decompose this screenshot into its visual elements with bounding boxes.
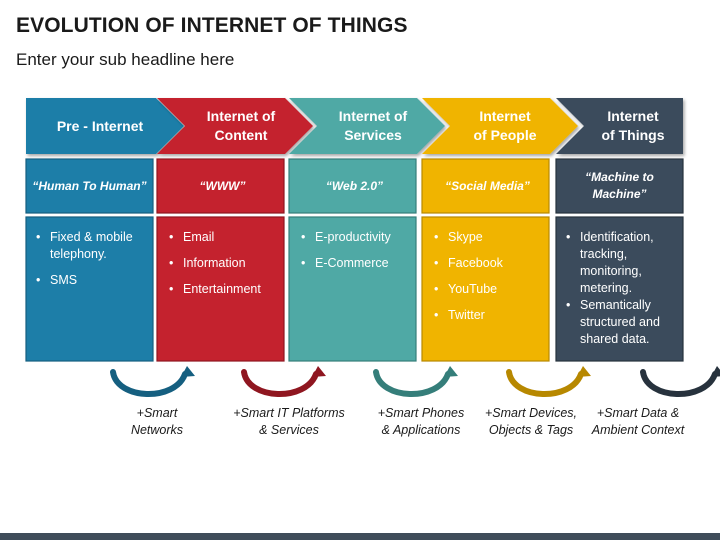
stage-quote-1: “Human To Human” <box>32 178 147 193</box>
transition-arc-1 <box>110 369 188 397</box>
transition-arc-2 <box>241 369 319 397</box>
list-item: Skype <box>434 229 545 246</box>
page-subtitle: Enter your sub headline here <box>16 50 235 69</box>
stage-quote-4: “Social Media” <box>445 178 530 193</box>
list-item: E-productivity <box>301 229 412 246</box>
list-item: YouTube <box>434 281 545 298</box>
transition-label-3: +Smart Phones & Applications <box>377 406 465 437</box>
stage-quote-3: “Web 2.0” <box>325 178 384 193</box>
transition-arc-5 <box>640 369 718 397</box>
transition-label-5: +Smart Data & Ambient Context <box>591 406 685 437</box>
transition-label-2: +Smart IT Platforms & Services <box>233 406 345 437</box>
stage-body-3: E-productivity E-Commerce <box>291 217 418 361</box>
stage-chevron-2 <box>157 98 313 154</box>
stage-chevron-5 <box>556 98 683 154</box>
stage-chevron-1 <box>26 98 184 154</box>
list-item: Entertainment <box>169 281 280 298</box>
stage-quote-bg-4 <box>421 158 550 214</box>
list-item: SMS <box>36 272 147 289</box>
stage-quote-bg-3 <box>288 158 417 214</box>
bottom-bar <box>0 533 720 540</box>
transition-label-4: +Smart Devices, Objects & Tags <box>484 406 578 437</box>
list-item: E-Commerce <box>301 255 412 272</box>
transition-arc-3 <box>373 369 451 397</box>
stage-quote-bg-5 <box>555 158 684 214</box>
list-item: Email <box>169 229 280 246</box>
transition-arrowhead-3 <box>444 366 458 377</box>
list-item: Fixed & mobile telephony. <box>36 229 147 263</box>
list-item: Semantically structured and shared data. <box>566 297 677 348</box>
stage-quote-5: “Machine to Machine” <box>585 170 654 201</box>
stage-body-5: Identification, tracking, monitoring, me… <box>556 217 683 361</box>
transition-arrowhead-4 <box>577 366 591 377</box>
transition-label-1: +Smart Networks <box>130 406 184 437</box>
transition-arrowhead-5 <box>711 366 720 377</box>
list-item: Information <box>169 255 280 272</box>
stage-body-4: Skype Facebook YouTube Twitter <box>424 217 551 361</box>
stage-chevron-3 <box>289 98 445 154</box>
stage-chevron-4 <box>422 98 578 154</box>
list-item: Facebook <box>434 255 545 272</box>
stage-quote-bg-2 <box>156 158 285 214</box>
transition-arc-4 <box>506 369 584 397</box>
transition-arrowhead-2 <box>312 366 326 377</box>
stage-quote-2: “WWW” <box>199 178 246 193</box>
stage-body-2: Email Information Entertainment <box>159 217 286 361</box>
page-title: EVOLUTION OF INTERNET OF THINGS <box>16 14 408 37</box>
transition-arrowhead-1 <box>181 366 195 377</box>
list-item: Twitter <box>434 307 545 324</box>
stage-header-1: Pre - Internet <box>56 117 144 134</box>
stage-quote-bg-1 <box>25 158 154 214</box>
list-item: Identification, tracking, monitoring, me… <box>566 229 677 297</box>
stage-body-1: Fixed & mobile telephony. SMS <box>26 217 153 361</box>
